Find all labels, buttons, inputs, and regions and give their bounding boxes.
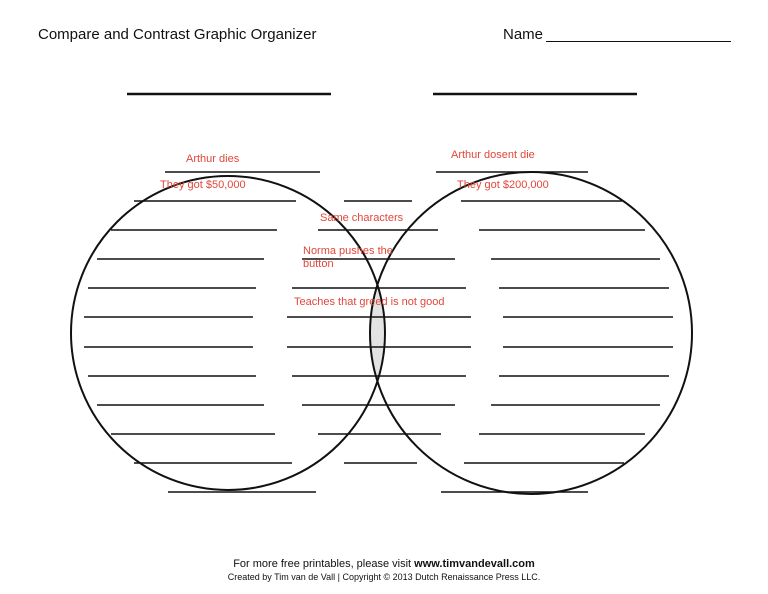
footer-printables: For more free printables, please visit w…	[0, 558, 768, 570]
footer-prefix: For more free printables, please visit	[233, 558, 412, 570]
name-field-line[interactable]	[546, 41, 731, 42]
overlap-entry-2: Norma pushes the	[303, 245, 393, 257]
left-circle-lines	[84, 171, 320, 493]
footer-copyright: Created by Tim van de Vall | Copyright ©…	[227, 572, 541, 582]
left-entry-1: Arthur dies	[186, 153, 240, 165]
page-title: Compare and Contrast Graphic Organizer	[38, 26, 317, 43]
name-label: Name	[503, 26, 544, 43]
right-entry-2: They got $200,000	[457, 179, 549, 191]
overlap-entry-3: Teaches that greed is not good	[294, 296, 445, 308]
overlap-region	[370, 176, 385, 490]
left-entry-2: They got $50,000	[160, 179, 246, 191]
overlap-entry-2-cont: button	[303, 258, 334, 270]
right-circle-lines	[436, 171, 673, 493]
right-circle	[369, 171, 693, 495]
right-entry-1: Arthur dosent die	[451, 149, 535, 161]
overlap-entry-1: Same characters	[320, 212, 404, 224]
footer-website-link[interactable]: www.timvandevall.com	[414, 558, 535, 570]
left-circle	[70, 175, 386, 491]
